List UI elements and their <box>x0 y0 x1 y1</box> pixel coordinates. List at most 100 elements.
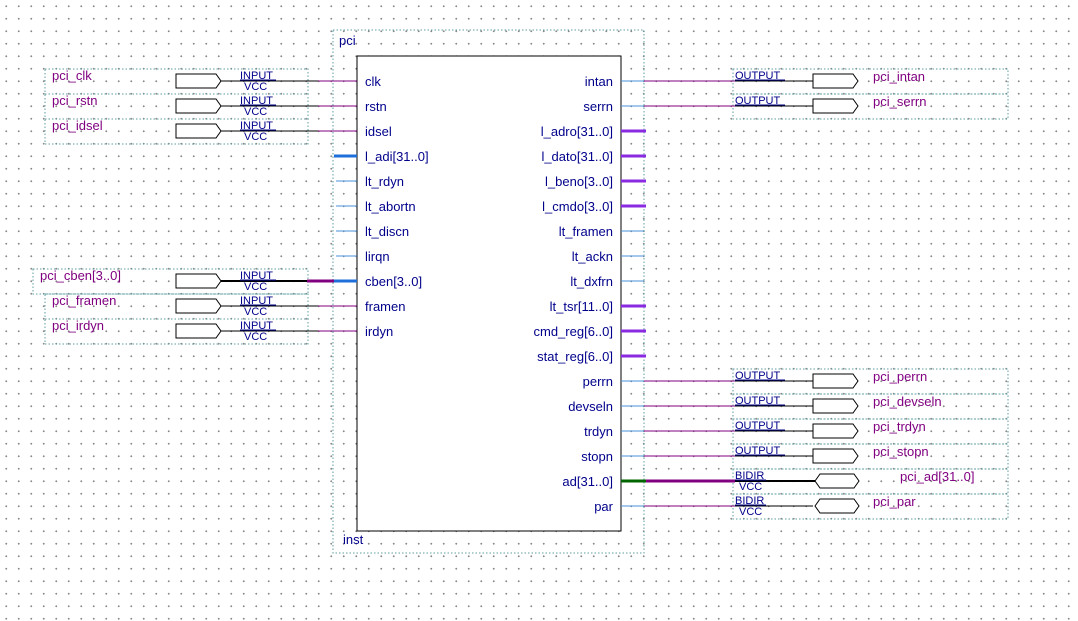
input-port-pci-cben-3-0-type: INPUT <box>240 270 273 282</box>
input-port-pci-idsel-name: pci_idsel <box>52 118 103 133</box>
input-port-pci-rstn-frame <box>44 93 309 120</box>
input-port-pci-irdyn-default: VCC <box>244 331 267 343</box>
input-port-pci-framen-name: pci_framen <box>52 293 116 308</box>
input-port-pci-idsel-type: INPUT <box>240 120 273 132</box>
pin-clk-label: clk <box>365 74 381 89</box>
pin-lt-rdyn-label: lt_rdyn <box>365 174 404 189</box>
block-input-pins: clkrstnidsell_adi[31..0]lt_rdynlt_abortn… <box>334 74 429 339</box>
input-port-pci-idsel-default: VCC <box>244 131 267 143</box>
pin-l-cmdo-3-0-label: l_cmdo[3..0] <box>542 199 613 214</box>
input-port-pci-framen-arrow-icon <box>175 298 222 314</box>
output-port-pci-perrn-arrow-icon <box>812 373 859 389</box>
output-port-pci-stopn-name: pci_stopn <box>873 444 929 459</box>
pin-irdyn-label: irdyn <box>365 324 393 339</box>
pin-par-label: par <box>594 499 613 514</box>
input-port-pci-rstn-default: VCC <box>244 106 267 118</box>
output-port-pci-perrn-name: pci_perrn <box>873 369 927 384</box>
pin-cmd-reg-6-0-label: cmd_reg[6..0] <box>534 324 614 339</box>
pin-cben-3-0-label: cben[3..0] <box>365 274 422 289</box>
input-port-pci-irdyn-type: INPUT <box>240 320 273 332</box>
pin-rstn-label: rstn <box>365 99 387 114</box>
block-name: pci <box>339 33 356 48</box>
output-port-pci-trdyn-type: OUTPUT <box>735 420 781 432</box>
pin-idsel-label: idsel <box>365 124 392 139</box>
output-port-pci-par-name: pci_par <box>873 494 916 509</box>
output-port-pci-par-type: BIDIR <box>735 495 764 507</box>
block-body[interactable] <box>356 55 622 532</box>
input-port-pci-cben-3-0-name: pci_cben[3..0] <box>40 268 121 283</box>
pin-stopn-label: stopn <box>581 449 613 464</box>
output-port-pci-ad-31-0-default: VCC <box>739 481 762 493</box>
output-port-pci-devseln-type: OUTPUT <box>735 395 781 407</box>
output-port-pci-devseln-arrow-icon <box>812 398 859 414</box>
input-port-pci-idsel-arrow-icon <box>175 123 222 139</box>
input-port-pci-rstn-type: INPUT <box>240 95 273 107</box>
input-port-pci-clk-default: VCC <box>244 81 267 93</box>
input-port-pci-framen-frame <box>44 293 309 320</box>
output-port-pci-serrn[interactable]: OUTPUT pci_serrn <box>644 93 1009 120</box>
output-port-pci-serrn-name: pci_serrn <box>873 94 926 109</box>
output-port-pci-ad-31-0-type: BIDIR <box>735 470 764 482</box>
input-port-pci-framen-default: VCC <box>244 306 267 318</box>
output-port-pci-intan-type: OUTPUT <box>735 70 781 82</box>
output-port-pci-intan[interactable]: OUTPUT pci_intan <box>644 68 1009 95</box>
pin-lirqn-label: lirqn <box>365 249 390 264</box>
pin-perrn-label: perrn <box>583 374 613 389</box>
input-port-pci-irdyn-arrow-icon <box>175 323 222 339</box>
input-port-pci-clk-type: INPUT <box>240 70 273 82</box>
output-port-pci-intan-arrow-icon <box>812 73 859 89</box>
pin-serrn-label: serrn <box>583 99 613 114</box>
output-port-pci-serrn-type: OUTPUT <box>735 95 781 107</box>
input-port-pci-idsel-frame <box>44 118 309 145</box>
input-port-pci-cben-3-0-arrow-icon <box>175 273 222 289</box>
output-port-pci-devseln-name: pci_devseln <box>873 394 942 409</box>
pin-l-dato-31-0-label: l_dato[31..0] <box>541 149 613 164</box>
pin-l-beno-3-0-label: l_beno[3..0] <box>545 174 613 189</box>
output-port-pci-stopn[interactable]: OUTPUT pci_stopn <box>644 443 1009 470</box>
output-port-pci-trdyn-arrow-icon <box>812 423 859 439</box>
pin-framen-label: framen <box>365 299 405 314</box>
pin-ad-31-0-label: ad[31..0] <box>562 474 613 489</box>
pin-devseln-label: devseln <box>568 399 613 414</box>
output-port-pci-trdyn[interactable]: OUTPUT pci_trdyn <box>644 418 1009 445</box>
input-port-pci-cben-3-0-default: VCC <box>244 281 267 293</box>
output-port-pci-serrn-arrow-icon <box>812 98 859 114</box>
output-port-pci-devseln[interactable]: OUTPUT pci_devseln <box>644 393 1009 420</box>
input-port-pci-irdyn-name: pci_irdyn <box>52 318 104 333</box>
pin-lt-tsr-11-0-label: lt_tsr[11..0] <box>550 299 613 314</box>
output-port-pci-trdyn-name: pci_trdyn <box>873 419 926 434</box>
output-port-pci-par-default: VCC <box>739 506 762 518</box>
input-port-pci-clk-arrow-icon <box>175 73 222 89</box>
output-port-pci-intan-name: pci_intan <box>873 69 925 84</box>
block-instance-name: inst <box>343 532 364 547</box>
output-port-pci-par-bidir-arrow-icon <box>814 498 860 514</box>
pin-intan-label: intan <box>585 74 613 89</box>
output-port-pci-perrn-type: OUTPUT <box>735 370 781 382</box>
pin-stat-reg-6-0-label: stat_reg[6..0] <box>537 349 613 364</box>
output-port-pci-ad-31-0-bidir-arrow-icon <box>814 473 860 489</box>
pin-l-adi-31-0-label: l_adi[31..0] <box>365 149 429 164</box>
output-port-pci-serrn-frame <box>732 93 1009 120</box>
input-port-pci-clk-name: pci_clk <box>52 68 92 83</box>
symbol-frame <box>332 29 645 554</box>
pin-trdyn-label: trdyn <box>584 424 613 439</box>
pin-lt-ackn-label: lt_ackn <box>572 249 613 264</box>
input-port-pci-irdyn-frame <box>44 318 309 345</box>
pin-lt-dxfrn-label: lt_dxfrn <box>570 274 613 289</box>
input-port-pci-rstn-name: pci_rstn <box>52 93 98 108</box>
output-port-pci-stopn-type: OUTPUT <box>735 445 781 457</box>
output-port-pci-perrn[interactable]: OUTPUT pci_perrn <box>644 368 1009 395</box>
pci-block-symbol[interactable]: pci inst clk rstn idsel l_adi[31..0] lt_rdyn… <box>332 29 646 554</box>
output-port-pci-par-frame <box>732 493 1009 520</box>
input-port-pci-framen-type: INPUT <box>240 295 273 307</box>
